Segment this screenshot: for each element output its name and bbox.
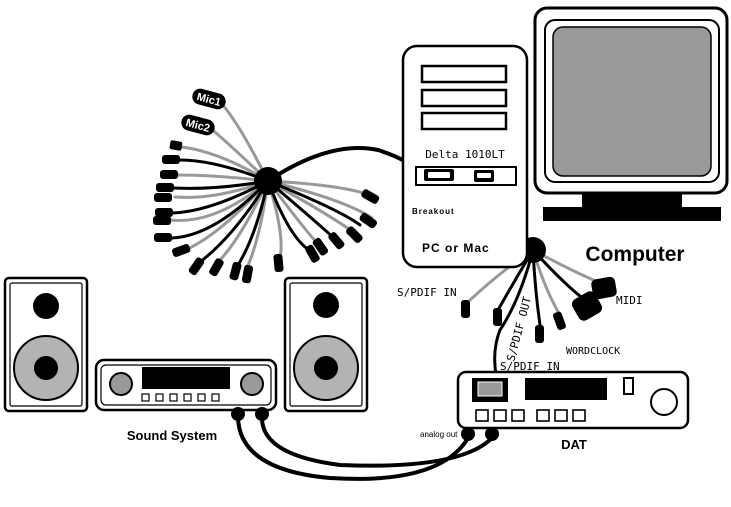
- amp-input-right: [255, 407, 269, 421]
- hub-plugs: [461, 276, 617, 343]
- dat-indicator: [623, 377, 634, 395]
- amp-knob-right: [240, 372, 264, 396]
- monitor-base: [543, 207, 721, 221]
- amp-display: [142, 367, 230, 389]
- card-label: Delta 1010LT: [425, 148, 505, 161]
- amp-buttons: [141, 393, 220, 402]
- drive-bay-1: [420, 64, 508, 84]
- dat-buttons: [475, 409, 586, 422]
- dat-deck: analog out DAT: [420, 370, 690, 452]
- pc-or-mac-label: PC or Mac: [422, 241, 490, 255]
- right-speaker: [283, 276, 369, 413]
- drive-bay-3: [420, 111, 508, 131]
- analog-out-cables: [236, 416, 494, 481]
- left-speaker: [3, 276, 89, 413]
- spdif-in-left-label: S/PDIF IN: [397, 286, 457, 299]
- breakout-plugs: [153, 140, 380, 284]
- monitor-neck: [582, 193, 682, 207]
- tweeter: [313, 292, 339, 318]
- dat-display: [525, 378, 607, 400]
- pc-tower: Delta 1010LT Breakout PC or Mac: [401, 44, 529, 269]
- midi-plug: [571, 276, 617, 321]
- amp-knob-left: [109, 372, 133, 396]
- monitor-screen: [552, 26, 712, 177]
- spdif-out-label: S/PDIF OUT: [504, 295, 534, 363]
- drive-bay-2: [420, 88, 508, 108]
- tweeter: [33, 293, 59, 319]
- dat-label: DAT: [561, 437, 587, 452]
- mic1-tag: Mic1: [192, 88, 226, 110]
- spdif-in-dat-label: S/PDIF IN: [500, 360, 560, 373]
- amp-input-left: [231, 407, 245, 421]
- dat-analog-out-left: [461, 427, 475, 441]
- mic2-tag: Mic2: [181, 114, 215, 136]
- dat-analog-out-right: [485, 427, 499, 441]
- monitor: Computer: [533, 6, 729, 266]
- dat-knob: [650, 388, 678, 416]
- breakout-label: Breakout: [412, 207, 455, 216]
- analog-out-label: analog out: [420, 430, 458, 439]
- sound-system-label: Sound System: [127, 428, 217, 443]
- breakout-hub-knot: [254, 167, 282, 195]
- sound-system-amp: Sound System: [94, 358, 278, 443]
- computer-label: Computer: [585, 243, 684, 266]
- wordclock-label: WORDCLOCK: [566, 346, 620, 357]
- midi-label: MIDI: [616, 294, 643, 307]
